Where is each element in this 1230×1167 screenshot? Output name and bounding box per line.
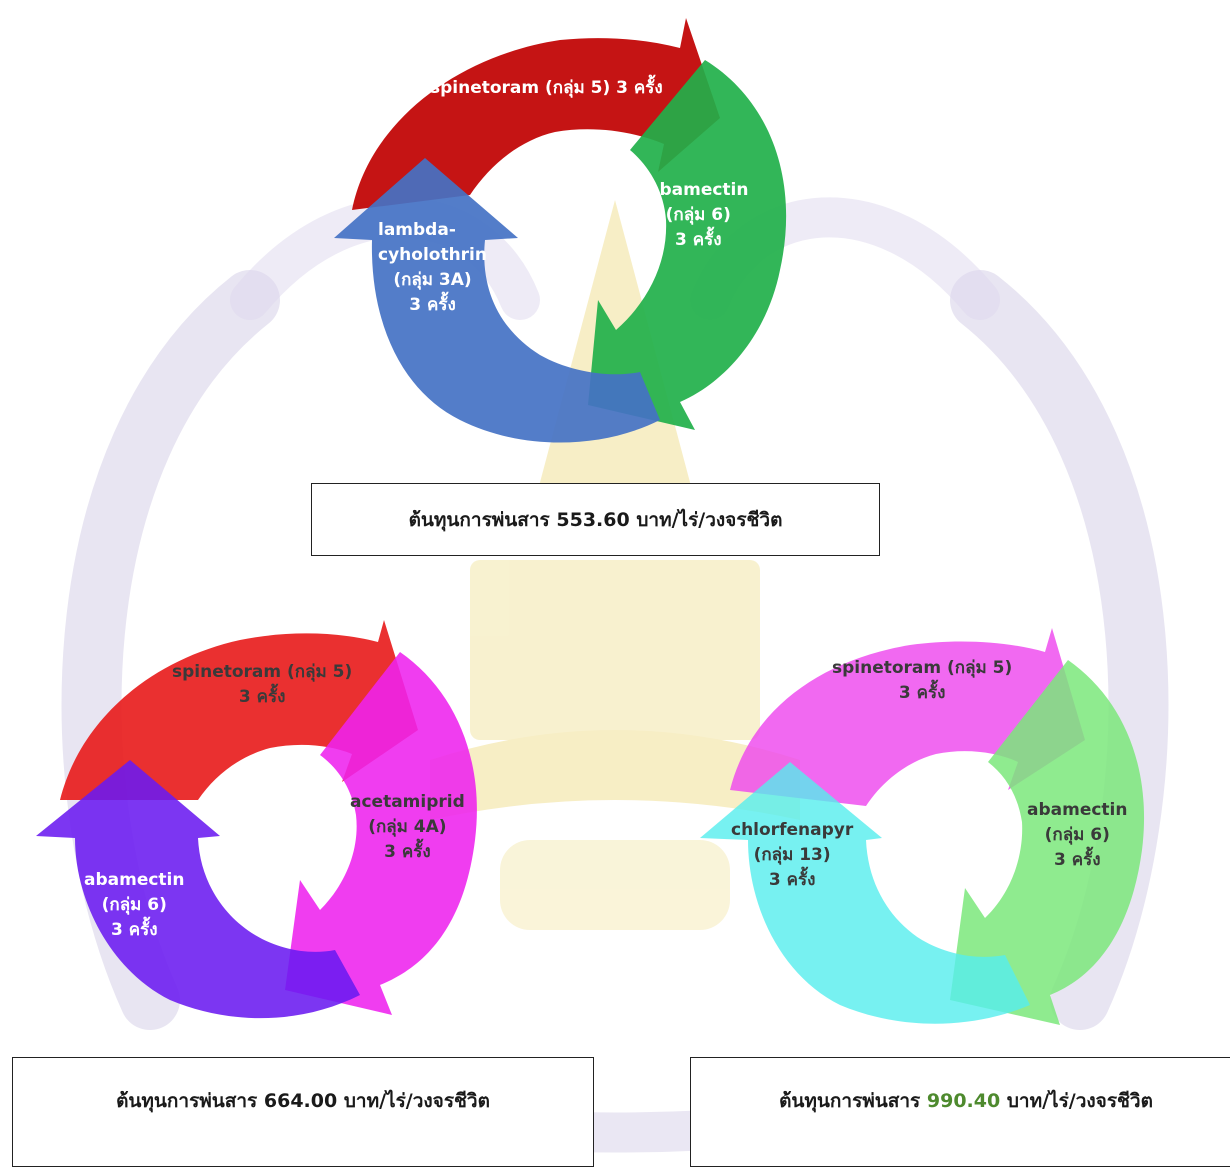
cycle-right-cost-box: ต้นทุนการพ่นสาร 990.40 บาท/ไร่/วงจรชีวิต — [690, 1057, 1230, 1167]
cycle-left-label-acetamiprid: acetamiprid (กลุ่ม 4A) 3 ครั้ง — [350, 792, 465, 862]
cycle-top-arrow-lambda — [334, 158, 660, 443]
cycle-top-arrows — [334, 18, 787, 443]
cycle-left-arrow-abamectin — [36, 760, 360, 1019]
cycle-top-arrow-abamectin — [588, 60, 787, 430]
cycle-right-label-chlorfenapyr: chlorfenapyr (กลุ่ม 13) 3 ครั้ง — [731, 820, 854, 890]
cycle-left-arrow-acetamiprid — [285, 652, 477, 1015]
cycle-top-label-lambda: lambda- cyholothrin (กลุ่ม 3A) 3 ครั้ง — [378, 220, 487, 315]
cycle-top-arrow-spinetoram — [352, 18, 720, 210]
cycle-right-label-spinetoram: spinetoram (กลุ่ม 5) 3 ครั้ง — [832, 658, 1013, 703]
cycle-right-arrow-spinetoram — [730, 628, 1085, 806]
cycle-left-arrow-spinetoram — [60, 620, 418, 800]
cycle-right-arrow-abamectin — [950, 660, 1145, 1025]
cycle-left-label-spinetoram: spinetoram (กลุ่ม 5) 3 ครั้ง — [172, 662, 353, 707]
cycle-left-cost-box: ต้นทุนการพ่นสาร 664.00 บาท/ไร่/วงจรชีวิต — [12, 1057, 594, 1167]
cycle-top-label-abamectin: abamectin (กลุ่ม 6) 3 ครั้ง — [648, 180, 749, 250]
cycle-left-label-abamectin: abamectin (กลุ่ม 6) 3 ครั้ง — [84, 870, 185, 940]
cycle-top-cost-box: ต้นทุนการพ่นสาร 553.60 บาท/ไร่/วงจรชีวิต — [311, 483, 880, 556]
cycle-right-arrow-chlorfenapyr — [700, 762, 1030, 1024]
cycle-top-label-spinetoram: spinetoram (กลุ่ม 5) 3 ครั้ง — [430, 78, 663, 98]
cycle-right-label-abamectin: abamectin (กลุ่ม 6) 3 ครั้ง — [1027, 800, 1128, 870]
